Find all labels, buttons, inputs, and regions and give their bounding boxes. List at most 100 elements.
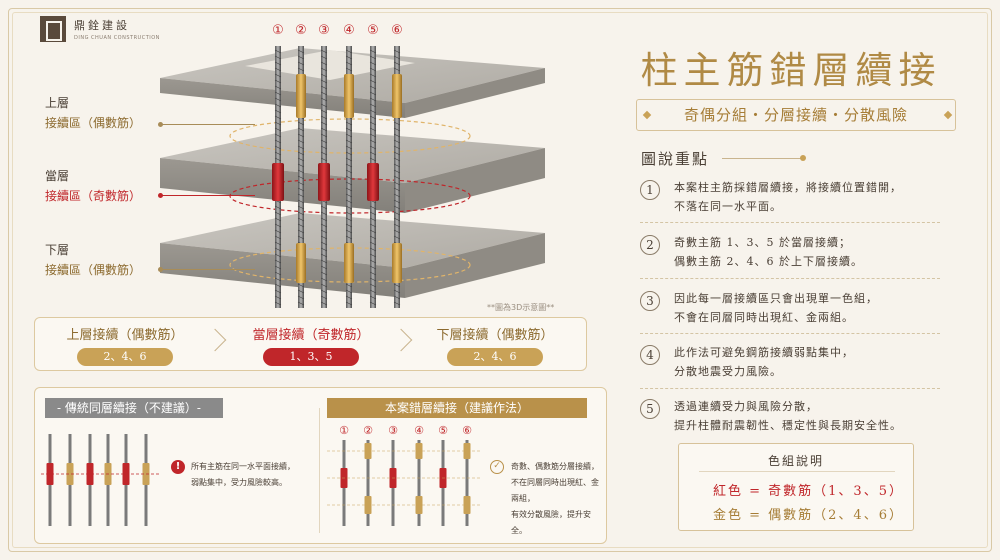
- point-text: 透過連續受力與風險分散， 提升柱體耐震韌性、穩定性與長期安全性。: [674, 397, 944, 435]
- chevron-right-icon: [203, 328, 227, 352]
- traditional-note-line: 弱點集中，受力風險較高。: [191, 478, 287, 487]
- section-rule: [722, 158, 802, 159]
- strip-item-upper: 上層接續（偶數筋） 2、4、6: [45, 324, 205, 366]
- middle-zone-ring: [229, 178, 471, 214]
- color-legend-rule: [699, 471, 895, 472]
- proposed-rebar: [463, 440, 471, 526]
- coupler-gold: [296, 74, 306, 118]
- color-legend-red: 紅色 = 奇數筋（1、3、5）: [713, 484, 904, 499]
- strip-pill-upper: 2、4、6: [77, 348, 173, 366]
- point-line: 此作法可避免鋼筋接續弱點集中，: [674, 346, 854, 359]
- traditional-rebar: [46, 434, 54, 526]
- floor-zone-current: 接續區（奇數筋）: [45, 189, 142, 203]
- leader-line-lower: [160, 269, 255, 270]
- strip-title-current: 當層接續（奇數筋）: [252, 328, 370, 343]
- bottom-zone-ring: [229, 247, 471, 283]
- strip-pill-lower: 2、4、6: [447, 348, 543, 366]
- zone-strip: 上層接續（偶數筋） 2、4、6 當層接續（奇數筋） 1、3、5 下層接續（偶數筋…: [34, 317, 587, 371]
- rebar-5: [367, 46, 379, 308]
- strip-item-lower: 下層接續（偶數筋） 2、4、6: [415, 324, 575, 366]
- section-dot: [800, 155, 806, 161]
- proposed-rebar: [439, 440, 447, 526]
- proposed-note-line: 不在同層同時出現紅、金兩組，: [511, 478, 599, 503]
- floor-zone-lower: 接續區（偶數筋）: [45, 263, 142, 277]
- strip-title-upper: 上層接續（偶數筋）: [66, 328, 184, 343]
- proposed-number-label: ④: [414, 424, 424, 437]
- proposed-number-label: ③: [388, 424, 398, 437]
- point-line: 本案柱主筋採錯層續接，將接續位置錯開，: [674, 181, 902, 194]
- bottom-slab: [160, 213, 545, 298]
- check-icon: ✓: [490, 460, 504, 474]
- rebar-2: [296, 46, 306, 308]
- point-separator: [640, 222, 940, 223]
- floor-label-current: 當層 接續區（奇數筋）: [45, 166, 141, 206]
- point-line: 透過連續受力與風險分散，: [674, 400, 818, 413]
- section-title: 圖說重點: [641, 150, 710, 168]
- point-number: 5: [640, 399, 660, 419]
- point-separator: [640, 388, 940, 389]
- coupler-red: [272, 163, 284, 201]
- point-text: 因此每一層接續區只會出現單一色組， 不會在同層同時出現紅、金兩組。: [674, 289, 944, 327]
- point-line: 因此每一層接續區只會出現單一色組，: [674, 292, 878, 305]
- floor-zone-upper: 接續區（偶數筋）: [45, 116, 142, 130]
- strip-pill-current: 1、3、5: [263, 348, 359, 366]
- proposed-rebar: [415, 440, 423, 526]
- proposed-note: 奇數、偶數筋分層接續， 不在同層同時出現紅、金兩組， 有效分散風險，提升安全。: [493, 459, 603, 539]
- comparison-divider: [319, 408, 320, 533]
- rebar-6: [392, 46, 402, 308]
- page-title: 柱主筋錯層續接: [640, 49, 942, 92]
- floor-title-current: 當層: [45, 169, 70, 183]
- logo-mark-icon: [40, 16, 66, 42]
- traditional-tag: - 傳統同層續接（不建議）-: [45, 398, 223, 418]
- leader-dot-current: [158, 193, 163, 198]
- outer-frame: [8, 8, 992, 552]
- color-legend: 色組說明 紅色 = 奇數筋（1、3、5） 金色 = 偶數筋（2、4、6）: [678, 443, 914, 531]
- rebar-4: [344, 46, 354, 308]
- rebar-number-label: ①: [272, 23, 284, 38]
- coupler-gold: [344, 243, 354, 283]
- strip-item-current: 當層接續（奇數筋） 1、3、5: [231, 324, 391, 366]
- coupler-gold: [296, 243, 306, 283]
- floor-label-lower: 下層 接續區（偶數筋）: [45, 240, 141, 280]
- proposed-rebar: [389, 440, 397, 526]
- color-legend-gold: 金色 = 偶數筋（2、4、6）: [713, 508, 904, 523]
- proposed-number-label: ①: [339, 424, 349, 437]
- point-line: 偶數主筋 2、4、6 於上下層接續。: [674, 255, 863, 268]
- point-line: 不落在同一水平面。: [674, 200, 782, 213]
- traditional-note: 所有主筋在同一水平面接續， 弱點集中，受力風險較高。: [191, 459, 295, 491]
- leader-line-upper: [160, 124, 255, 125]
- traditional-rebar: [142, 434, 150, 526]
- rebar-1: [272, 46, 284, 308]
- rebar-3: [318, 46, 330, 308]
- chevron-right-icon: [389, 328, 413, 352]
- logo-subtitle: DING CHUAN CONSTRUCTION: [74, 35, 160, 41]
- logo-name: 鼎銓建設: [74, 19, 130, 32]
- point-line: 提升柱體耐震韌性、穩定性與長期安全性。: [674, 419, 902, 432]
- floor-label-upper: 上層 接續區（偶數筋）: [45, 93, 141, 133]
- floor-title-upper: 上層: [45, 96, 70, 110]
- color-legend-title: 色組說明: [767, 454, 824, 468]
- rebar-number-label: ④: [343, 23, 355, 38]
- point-number: 4: [640, 345, 660, 365]
- proposed-note-line: 有效分散風險，提升安全。: [511, 510, 591, 535]
- traditional-note-line: 所有主筋在同一水平面接續，: [191, 462, 295, 471]
- leader-dot-lower: [158, 267, 163, 272]
- coupler-red: [367, 163, 379, 201]
- point-line: 分散地震受力風險。: [674, 365, 782, 378]
- point-number: 3: [640, 291, 660, 311]
- coupler-gold: [344, 74, 354, 118]
- proposed-number-label: ⑥: [462, 424, 472, 437]
- proposed-number-label: ⑤: [438, 424, 448, 437]
- point-text: 本案柱主筋採錯層續接，將接續位置錯開， 不落在同一水平面。: [674, 178, 944, 216]
- traditional-rebar: [86, 434, 94, 526]
- proposed-note-line: 奇數、偶數筋分層接續，: [511, 462, 599, 471]
- middle-slab: [160, 128, 545, 213]
- point-separator: [640, 333, 940, 334]
- leader-line-current: [160, 195, 255, 196]
- coupler-gold: [392, 243, 402, 283]
- traditional-rebar: [66, 434, 74, 526]
- traditional-rebar: [104, 434, 112, 526]
- point-text: 奇數主筋 1、3、5 於當層接續； 偶數主筋 2、4、6 於上下層接續。: [674, 233, 944, 271]
